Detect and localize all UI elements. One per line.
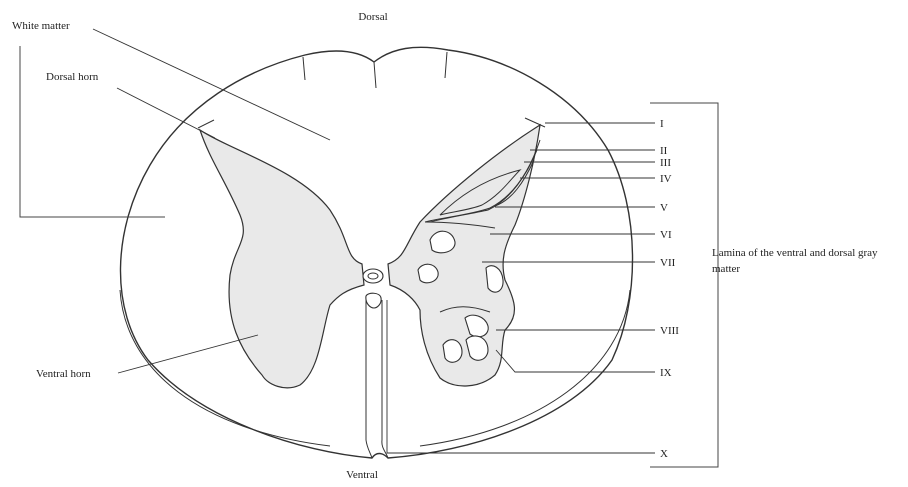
lamina-numeral-VI: VI bbox=[660, 229, 672, 241]
white-island-2 bbox=[418, 264, 438, 283]
lamina-numeral-X: X bbox=[660, 448, 668, 460]
leader-dorsal-horn bbox=[117, 88, 215, 138]
central-canal bbox=[363, 269, 383, 283]
ventral-median-fissure bbox=[366, 300, 388, 458]
lamina-numeral-V: V bbox=[660, 202, 668, 214]
lamina-numeral-IX: IX bbox=[660, 367, 672, 379]
lamina-numeral-II: II bbox=[660, 145, 668, 157]
leader-white-matter bbox=[93, 29, 330, 140]
label-dorsal: Dorsal bbox=[358, 11, 387, 23]
lamina-numeral-I: I bbox=[660, 118, 664, 130]
lamina-numeral-VIII: VIII bbox=[660, 325, 679, 337]
dorsal-median-sulcus bbox=[374, 62, 376, 88]
dorsal-horn-tip-right bbox=[525, 118, 545, 127]
label-dorsal-horn: Dorsal horn bbox=[46, 71, 99, 83]
label-ventral-horn: Ventral horn bbox=[36, 368, 91, 380]
ventral-commissure-blob bbox=[366, 293, 381, 308]
dorsal-horn-tip-left bbox=[198, 120, 214, 128]
dorsal-notch-right bbox=[445, 52, 447, 78]
label-white-matter: White matter bbox=[12, 20, 70, 32]
dorsal-notch-left bbox=[303, 57, 305, 80]
gray-matter-left bbox=[200, 130, 364, 388]
lamina-numeral-III: III bbox=[660, 157, 671, 169]
lamina-numeral-IV: IV bbox=[660, 173, 672, 185]
label-ventral: Ventral bbox=[346, 469, 378, 481]
label-lamina-title-line2: matter bbox=[712, 263, 740, 275]
leader-ventral-horn bbox=[118, 335, 258, 373]
white-island-1 bbox=[430, 231, 455, 253]
spinal-cord-outline bbox=[120, 47, 632, 458]
leader-lamina-IX bbox=[496, 350, 655, 372]
lamina-numeral-VII: VII bbox=[660, 257, 676, 269]
gray-matter-right bbox=[388, 125, 540, 386]
white-island-5 bbox=[443, 340, 462, 363]
label-lamina-title-line1: Lamina of the ventral and dorsal gray bbox=[712, 247, 878, 259]
